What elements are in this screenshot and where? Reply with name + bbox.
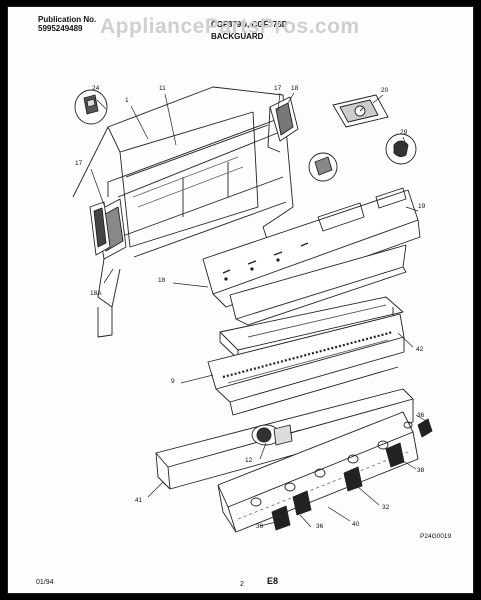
callout-40: 40 <box>352 521 360 528</box>
leader-lines <box>90 92 429 528</box>
control-knobs <box>271 418 433 531</box>
part-29-knob <box>385 133 417 165</box>
part-17-left-bracket <box>89 201 111 256</box>
footer-page: 2 <box>240 581 244 588</box>
callout-1: 1 <box>125 97 129 104</box>
callout-20: 20 <box>381 87 389 94</box>
callout-18a: 18 <box>291 85 299 92</box>
part-20-clock <box>332 94 389 128</box>
callout-17a: 17 <box>274 85 282 92</box>
exploded-view-drawing <box>72 86 433 533</box>
callout-17b: 17 <box>75 160 83 167</box>
callout-18b: 18 <box>158 277 166 284</box>
callout-32: 32 <box>382 504 390 511</box>
part-40-knob-panel <box>217 411 419 533</box>
drawing-number: P24G0019 <box>420 533 452 540</box>
parts-diagram-sheet: Publication No. 5995249489 CGF379D, CGF3… <box>7 6 474 594</box>
part-18-panel-insert <box>229 244 407 326</box>
footer-code: E8 <box>267 576 279 586</box>
callout-38: 38 <box>417 467 425 474</box>
part-infinite-switch <box>308 152 338 182</box>
callout-18A: 18A <box>90 290 102 297</box>
callout-36a: 36 <box>417 412 425 419</box>
callout-12: 12 <box>245 457 253 464</box>
watermark: AppliancePartsPros.com <box>100 15 360 38</box>
callout-36c: 36 <box>316 523 324 530</box>
callout-11: 11 <box>159 85 166 92</box>
callout-29: 29 <box>400 129 408 136</box>
callout-24: 24 <box>92 85 100 92</box>
part-24-switch <box>74 89 108 125</box>
callout-9: 9 <box>171 378 175 385</box>
part-9-vent-panel <box>207 313 405 416</box>
callout-42: 42 <box>416 346 424 353</box>
section-title: BACKGUARD <box>211 32 264 41</box>
publication-number: 5995249489 <box>38 24 83 33</box>
callout-19: 19 <box>418 203 426 210</box>
model-line: CGF379D, CGF378D <box>211 20 288 29</box>
callout-36b: 36 <box>256 523 264 530</box>
footer-date: 01/94 <box>36 579 54 586</box>
part-12-valve <box>251 424 301 446</box>
part-18-right-endcap <box>267 96 299 153</box>
callout-41: 41 <box>135 497 143 504</box>
publication-label: Publication No. <box>38 15 97 24</box>
